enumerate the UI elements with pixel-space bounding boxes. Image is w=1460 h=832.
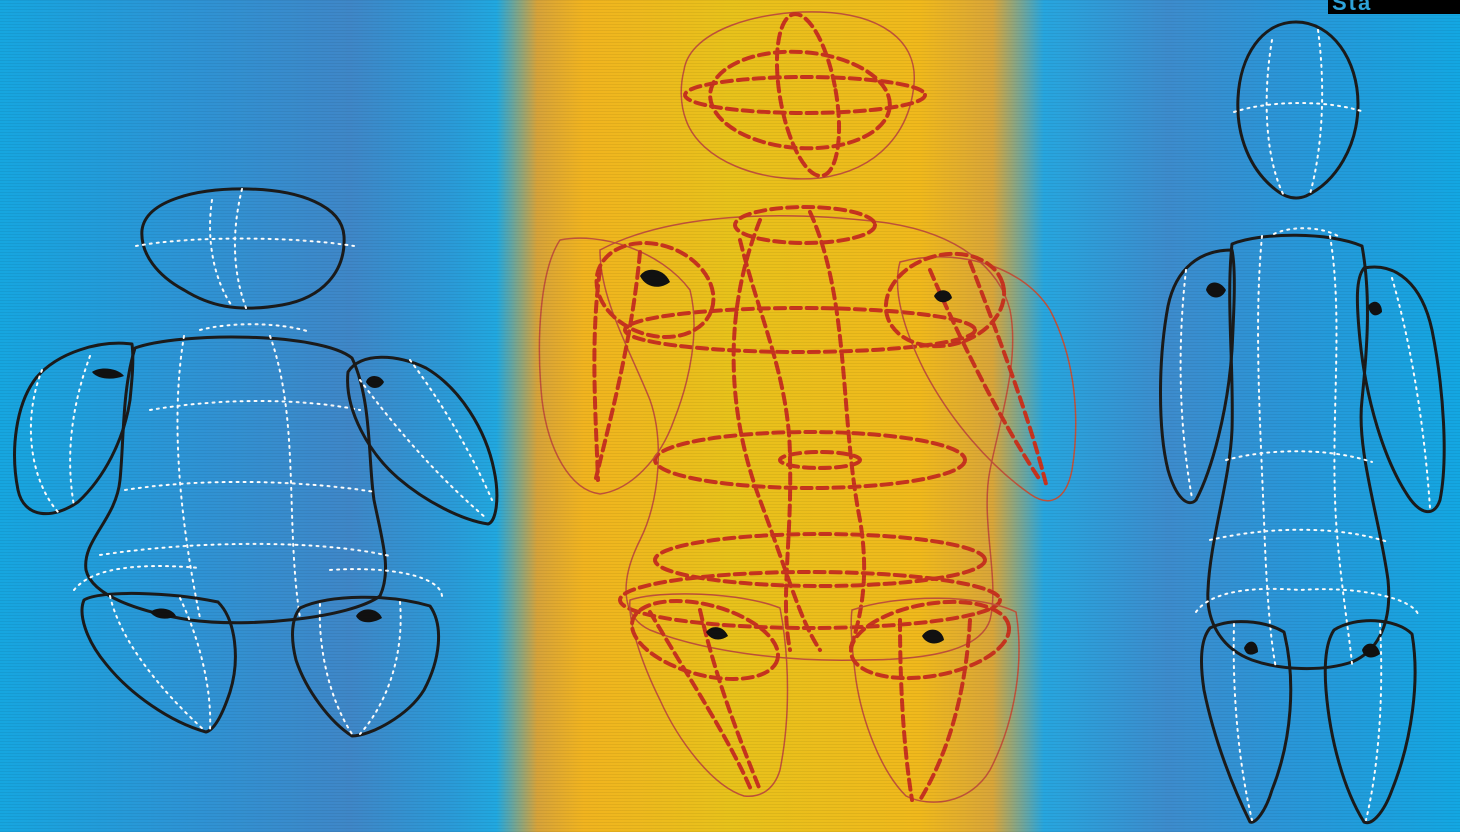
center-leg-right-joint-hole: [922, 630, 944, 644]
left-leg-left-joint-hole: [150, 609, 176, 619]
center-leg-left-joint-hole: [706, 627, 728, 639]
right-arm-left-joint-hole: [1206, 283, 1226, 298]
left-head-piece: [142, 189, 344, 308]
right-head: [1238, 22, 1358, 198]
center-arm-left-outline: [539, 238, 694, 494]
left-leg-right-joint-hole: [356, 609, 382, 622]
right-leg-left-joint-hole: [1244, 642, 1258, 655]
corner-badge: Sta: [1328, 0, 1460, 14]
center-arm-left-joint-hole: [640, 270, 670, 287]
left-arm-left-joint-hole: [92, 369, 124, 379]
left-arm-left-piece: [15, 343, 133, 513]
center-leg-right-outline: [851, 598, 1019, 802]
right-assembled-doll: [1161, 22, 1445, 823]
center-arm-right-joint-hole: [934, 290, 952, 302]
corner-badge-text: Sta: [1332, 0, 1372, 14]
left-doll-pieces: [15, 189, 497, 736]
center-arm-right-outline: [897, 257, 1075, 501]
right-arm-right-joint-hole: [1368, 302, 1382, 316]
center-pattern-layout: [539, 9, 1075, 802]
left-arm-right-joint-hole: [366, 376, 384, 388]
